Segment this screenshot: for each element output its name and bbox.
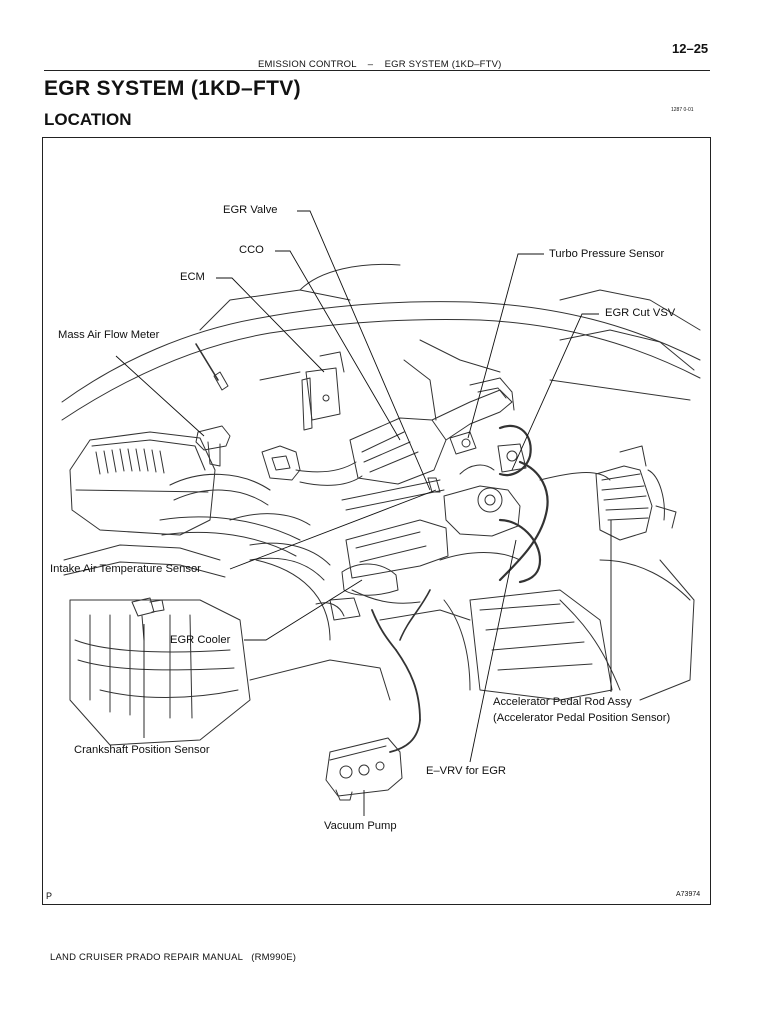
callout-intake-air-temperature-sensor: Intake Air Temperature Sensor xyxy=(50,563,201,575)
leader-cco xyxy=(275,250,401,441)
leader-egr-cut-vsv xyxy=(511,313,599,471)
callout-vacuum-pump: Vacuum Pump xyxy=(324,820,397,832)
leader-intake-air-temp xyxy=(229,489,437,570)
section-title: LOCATION xyxy=(44,110,132,129)
callout-cco: CCO xyxy=(239,244,264,256)
leader-lines xyxy=(115,210,612,816)
engine-bay-drawing xyxy=(61,263,701,801)
leader-maf xyxy=(115,355,205,437)
page-number: 12–25 xyxy=(672,41,709,56)
leader-turbo-pressure-sensor xyxy=(467,253,544,439)
callout-ecm: ECM xyxy=(180,271,205,283)
figure-corner-mark: P xyxy=(46,891,53,901)
figure-code: A73974 xyxy=(676,891,701,898)
leader-e-vrv xyxy=(469,539,517,763)
leader-ecm xyxy=(216,277,325,373)
page-title: EGR SYSTEM (1KD–FTV) xyxy=(44,77,301,100)
callout-accelerator-pedal-rod-assy: Accelerator Pedal Rod Assy xyxy=(493,696,632,708)
leader-egr-cooler xyxy=(244,579,363,641)
figure-frame xyxy=(42,137,711,905)
callout-mass-air-flow-meter: Mass Air Flow Meter xyxy=(58,329,160,341)
callout-crankshaft-position-sensor: Crankshaft Position Sensor xyxy=(74,744,210,756)
callout-egr-cooler: EGR Cooler xyxy=(170,634,231,646)
callout-turbo-pressure-sensor: Turbo Pressure Sensor xyxy=(549,248,665,260)
running-header: EMISSION CONTROL – EGR SYSTEM (1KD–FTV) xyxy=(258,59,502,70)
callout-accelerator-pedal-position-sensor: (Accelerator Pedal Position Sensor) xyxy=(493,712,671,724)
leader-egr-valve xyxy=(297,210,431,491)
header-rule xyxy=(44,70,710,71)
callout-egr-cut-vsv: EGR Cut VSV xyxy=(605,307,676,319)
footer: LAND CRUISER PRADO REPAIR MANUAL (RM990E… xyxy=(50,952,297,963)
callout-e-vrv-for-egr: E–VRV for EGR xyxy=(426,765,507,777)
code-stamp: 1287 0-01 xyxy=(671,107,694,113)
callout-egr-valve: EGR Valve xyxy=(223,204,278,216)
